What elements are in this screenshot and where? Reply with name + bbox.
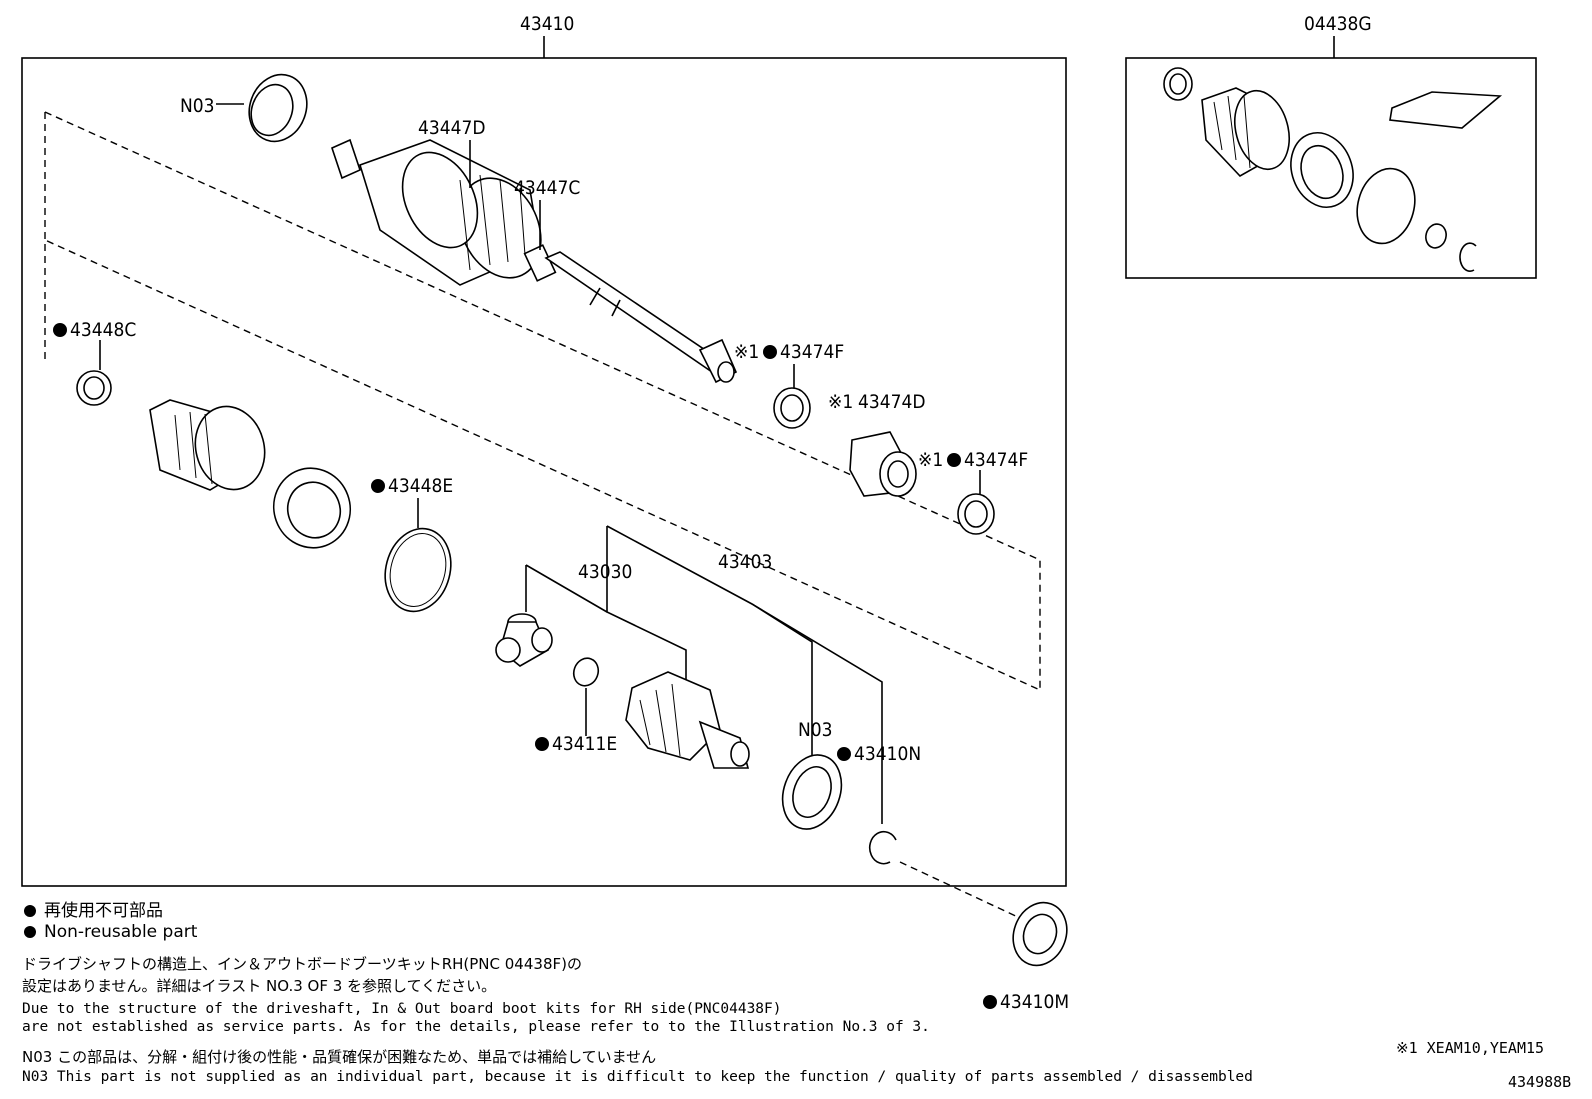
inboard-outer-race [625,671,750,769]
mark-kome1-a: ※1 [734,341,759,363]
label-43448E: 43448E [388,475,453,497]
note-line-1: ドライブシャフトの構造上、イン＆アウトボードブーツキットRH(PNC 04438… [22,955,582,973]
boot-kit-parts [1163,67,1503,272]
mark-kome1-c: ※1 [918,449,943,471]
label-43410N: 43410N [854,743,921,765]
note-line-3: Due to the structure of the driveshaft, … [22,1001,782,1017]
label-43474F-lower: 43474F [964,449,1028,471]
dust-seal-part [248,73,308,143]
legend-jp: 再使用不可部品 [24,896,163,921]
label-43474D: 43474D [858,391,926,413]
oil-seal-43410M [1012,901,1068,967]
drawing-number: 434988B [1508,1073,1572,1091]
note-line-5: N03 この部品は、分解・組付け後の性能・品質確保が困難なため、単品では補給して… [22,1048,657,1066]
tripod-joint [495,613,553,667]
label-43447D: 43447D [418,117,486,139]
filled-dot-icon [24,926,36,938]
drive-shaft-assembly [331,138,738,384]
label-43030: 43030 [578,561,632,583]
label-43410M: 43410M [1000,991,1069,1013]
label-43411E: 43411E [552,733,617,755]
footnote-kome1: ※1 XEAM10,YEAM15 [1396,1039,1545,1057]
note-line-2: 設定はありません。詳細はイラスト NO.3 OF 3 を参照してください。 [22,977,497,995]
dust-seal-lower [781,754,843,830]
snap-ring-43411E [572,657,600,687]
label-43447C: 43447C [514,177,580,199]
outboard-boot [149,399,266,491]
label-43403: 43403 [718,551,772,573]
note-line-4: are not established as service parts. As… [22,1019,930,1035]
snap-ring-43410N [868,830,897,865]
label-04438G: 04438G [1304,13,1372,35]
label-43410: 43410 [520,13,574,35]
dynamic-damper [849,431,917,497]
filled-dot-icon [24,905,36,917]
note-line-6: N03 This part is not supplied as an indi… [22,1069,1253,1085]
legend-en: Non-reusable part [24,922,197,942]
joint-bearing-ring [272,467,352,549]
boot-clamp-large [384,527,452,613]
label-43448C: 43448C [70,319,136,341]
label-43474F-upper: 43474F [780,341,844,363]
boot-kit-frame [1125,57,1537,279]
label-N03-top: N03 [180,95,215,117]
mark-kome1-b: ※1 [828,391,853,413]
label-N03-bottom: N03 [798,719,833,741]
